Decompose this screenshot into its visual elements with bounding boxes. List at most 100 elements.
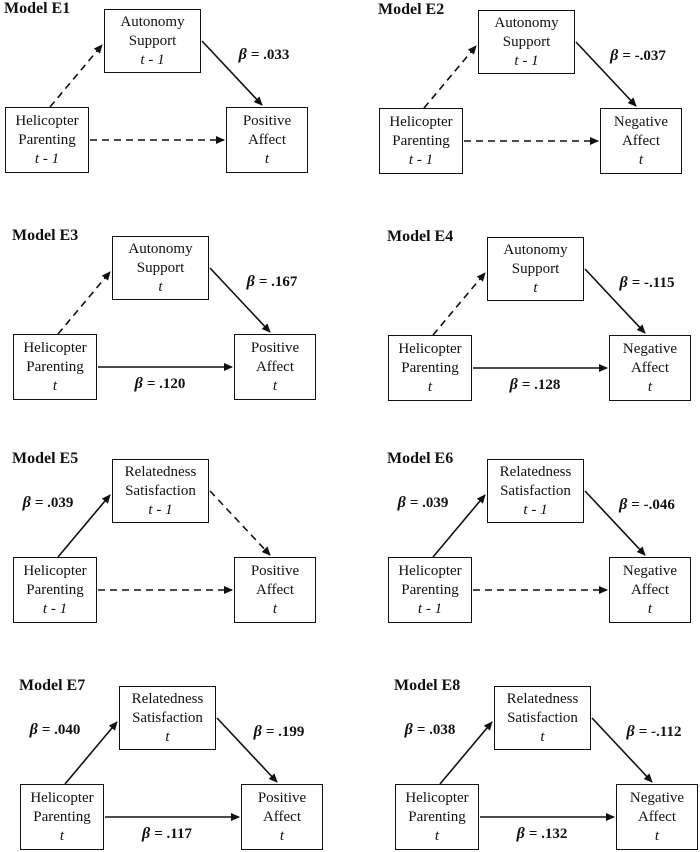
b-path-arrow: [584, 268, 646, 334]
outcome-name-line1: Negative: [613, 113, 669, 130]
a-path-label: β= .038: [390, 721, 470, 739]
predictor-name-line2: Parenting: [33, 808, 91, 825]
beta-symbol: β: [619, 496, 628, 513]
path-arrows: [57, 267, 271, 371]
mediator-time-label: t - 1: [523, 501, 548, 518]
predictor-name-line1: Helicopter: [405, 789, 469, 806]
outcome-name-line2: Affect: [262, 808, 302, 825]
a-path-label: β= .039: [8, 494, 88, 512]
beta-symbol: β: [246, 273, 255, 290]
model-title: Model E8: [394, 677, 461, 694]
outcome-name-line2: Affect: [637, 808, 677, 825]
outcome-name-line2: Affect: [621, 132, 661, 149]
model-e5-panel: Model E5 Relatedness Satisfaction t - 1 …: [0, 426, 350, 639]
model-title: Model E1: [4, 0, 71, 17]
path-arrows: [432, 490, 646, 594]
beta-symbol: β: [610, 47, 619, 64]
beta-symbol: β: [619, 274, 628, 291]
model-title: Model E7: [19, 677, 86, 694]
mediator-name-line1: Relatedness: [124, 463, 197, 480]
outcome-box: Positive Affect t: [234, 334, 316, 400]
a-path-arrow: [423, 45, 477, 109]
mediator-box: Autonomy Support t: [112, 236, 209, 300]
beta-value: = .033: [250, 47, 290, 63]
path-arrows: [439, 717, 653, 821]
a-path-arrow: [57, 494, 111, 558]
outcome-name-line2: Affect: [255, 358, 295, 375]
predictor-box: Helicopter Parenting t: [395, 784, 479, 850]
mediator-time-label: t: [165, 728, 170, 745]
mediator-name-line1: Autonomy: [120, 13, 185, 30]
outcome-name-line1: Positive: [257, 789, 307, 806]
beta-symbol: β: [29, 721, 38, 738]
model-title: Model E5: [12, 450, 79, 467]
mediator-name-line1: Autonomy: [503, 241, 568, 258]
mediator-box: Relatedness Satisfaction t - 1: [487, 459, 584, 523]
outcome-name-line1: Negative: [629, 789, 685, 806]
c-path-label: β= .120: [110, 375, 210, 393]
mediator-name-line2: Support: [136, 259, 185, 276]
mediator-name-line2: Satisfaction: [125, 482, 196, 499]
model-e5-diagram: Model E5 Relatedness Satisfaction t - 1 …: [8, 450, 350, 639]
predictor-name-line1: Helicopter: [30, 789, 94, 806]
beta-value: = -.115: [631, 275, 675, 291]
mediator-box: Autonomy Support t - 1: [104, 9, 201, 73]
predictor-time-label: t: [434, 827, 440, 844]
model-e7-diagram: Model E7 Relatedness Satisfaction t Heli…: [15, 677, 350, 852]
outcome-name-line2: Affect: [630, 581, 670, 598]
model-title: Model E3: [12, 227, 79, 244]
mediator-box: Relatedness Satisfaction t - 1: [112, 459, 209, 523]
outcome-name-line1: Positive: [250, 339, 300, 356]
model-e4-diagram: Model E4 Autonomy Support t Helicopter P…: [383, 228, 700, 426]
b-path-label: β= -.037: [588, 47, 688, 65]
predictor-box: Helicopter Parenting t - 1: [13, 557, 97, 623]
beta-value: = .167: [258, 274, 298, 290]
outcome-name-line1: Positive: [242, 112, 292, 129]
model-e4-panel: Model E4 Autonomy Support t Helicopter P…: [350, 213, 700, 426]
predictor-name-line2: Parenting: [401, 359, 459, 376]
outcome-time-label: t: [647, 600, 653, 617]
a-path-arrow: [49, 44, 103, 108]
mediator-name-line1: Relatedness: [499, 463, 572, 480]
predictor-name-line2: Parenting: [18, 131, 76, 148]
b-path-arrow: [201, 40, 263, 106]
outcome-time-label: t: [647, 378, 653, 395]
beta-value: = .038: [416, 722, 456, 738]
model-e3-diagram: Model E3 Autonomy Support t Helicopter P…: [8, 227, 350, 426]
predictor-name-line2: Parenting: [26, 581, 84, 598]
outcome-box: Positive Affect t: [241, 784, 323, 850]
model-title: Model E4: [387, 228, 454, 245]
outcome-time-label: t: [654, 827, 660, 844]
outcome-name-line1: Negative: [622, 340, 678, 357]
path-arrows: [64, 717, 278, 821]
predictor-name-line1: Helicopter: [23, 339, 87, 356]
b-path-arrow: [575, 41, 637, 107]
model-e2-diagram: Model E2 Autonomy Support t - 1 Helicopt…: [374, 1, 700, 213]
mediator-time-label: t: [540, 728, 545, 745]
predictor-name-line1: Helicopter: [23, 562, 87, 579]
model-e6-panel: Model E6 Relatedness Satisfaction t - 1 …: [350, 426, 700, 639]
predictor-name-line2: Parenting: [26, 358, 84, 375]
outcome-box: Positive Affect t: [234, 557, 316, 623]
predictor-box: Helicopter Parenting t: [20, 784, 104, 850]
predictor-name-line1: Helicopter: [389, 113, 453, 130]
beta-symbol: β: [516, 825, 525, 842]
beta-symbol: β: [404, 721, 413, 738]
mediator-name-line2: Satisfaction: [500, 482, 571, 499]
path-arrows: [49, 40, 263, 144]
b-path-label: β= .199: [229, 723, 329, 741]
mediator-time-label: t: [158, 278, 163, 295]
model-e6-diagram: Model E6 Relatedness Satisfaction t - 1 …: [383, 450, 700, 639]
outcome-box: Negative Affect t: [616, 784, 698, 850]
predictor-box: Helicopter Parenting t - 1: [388, 557, 472, 623]
a-path-arrow: [432, 272, 486, 336]
outcome-name-line1: Positive: [250, 562, 300, 579]
predictor-time-label: t: [427, 378, 433, 395]
mediator-box: Autonomy Support t - 1: [478, 10, 575, 74]
b-path-label: β= .167: [222, 273, 322, 291]
c-path-label: β= .117: [117, 825, 217, 843]
path-arrows: [423, 41, 637, 145]
predictor-box: Helicopter Parenting t - 1: [5, 107, 89, 173]
path-arrows: [57, 490, 271, 594]
mediator-box: Relatedness Satisfaction t: [119, 686, 216, 750]
